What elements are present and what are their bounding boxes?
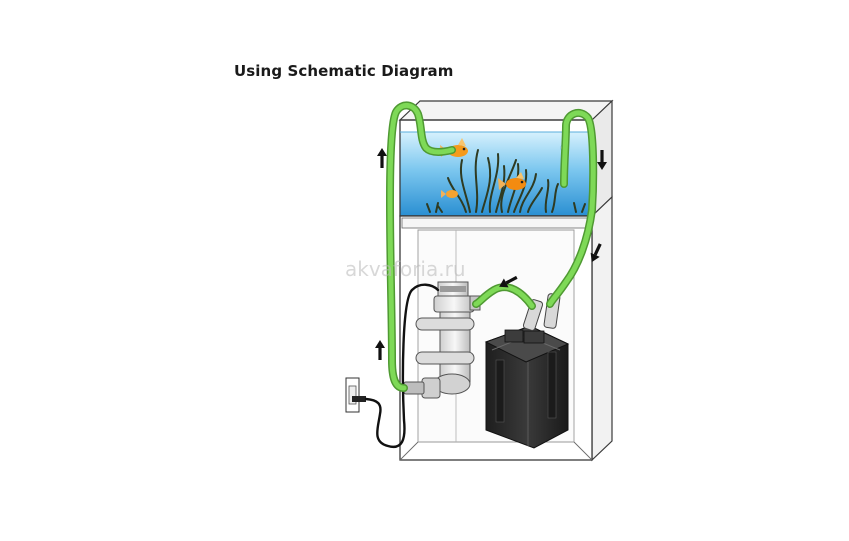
aquarium-tank xyxy=(398,99,614,218)
return-hose xyxy=(386,101,456,392)
flow-arrow-up xyxy=(375,340,385,360)
flow-arrow-up xyxy=(377,148,387,168)
watermark: akvaforia.ru xyxy=(345,257,466,281)
diagram-title: Using Schematic Diagram xyxy=(234,62,454,80)
power-cord xyxy=(364,283,440,449)
inline-heater-uv-unit xyxy=(403,281,481,399)
intake-hose xyxy=(546,108,598,308)
flow-arrow-down xyxy=(597,150,607,170)
fish xyxy=(498,172,526,190)
flow-arrow-down xyxy=(590,243,602,263)
filter-to-heater-hose xyxy=(472,283,536,310)
flow-arrow-left xyxy=(499,275,518,288)
fish xyxy=(441,190,458,198)
wall-power-outlet xyxy=(345,377,366,413)
